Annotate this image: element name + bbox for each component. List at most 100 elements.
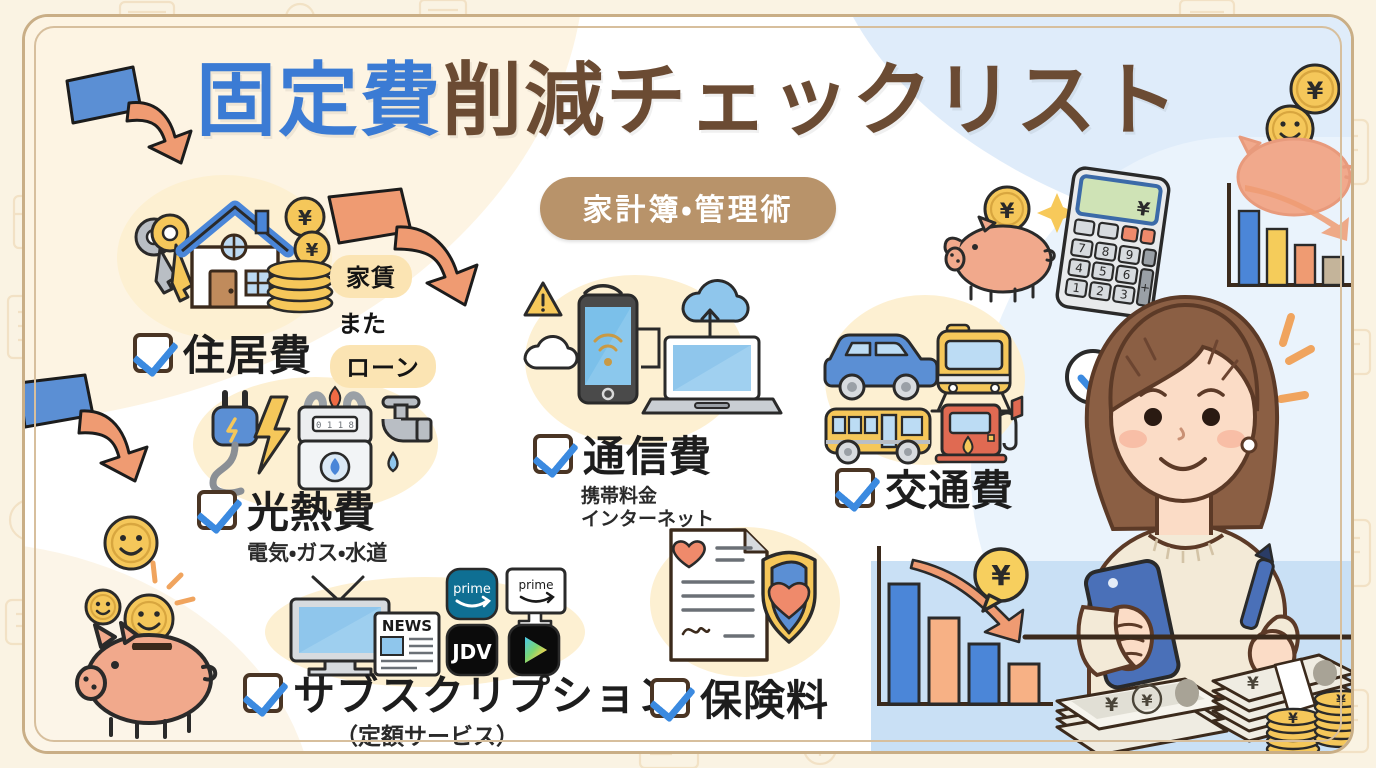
svg-text:1: 1 — [1072, 280, 1082, 295]
heart-icon — [767, 581, 811, 620]
svg-text:8: 8 — [1101, 244, 1111, 259]
cloud-icon — [523, 335, 579, 370]
jdv-app-icon: JDV — [445, 623, 499, 677]
eye-left — [1144, 408, 1162, 426]
bar-3 — [1293, 243, 1317, 287]
faucet-icon — [381, 395, 433, 473]
item-title-transport: 交通費 — [885, 466, 1015, 515]
svg-text:3: 3 — [1119, 287, 1129, 302]
piggy-bank-icon: ¥ — [943, 185, 1056, 303]
shield-icon — [761, 550, 817, 644]
checklist-item-housing[interactable]: 住居費 — [133, 322, 312, 383]
insurance-icon-group — [669, 528, 817, 662]
bus-icon — [824, 407, 932, 465]
prime-screen-icon: prime — [505, 567, 567, 627]
warning-icon — [523, 281, 563, 317]
prime-app-icon: prime — [445, 567, 499, 621]
arrow-ribbon-top-left — [65, 65, 193, 165]
bar-1 — [887, 582, 921, 706]
svg-text:prime: prime — [519, 578, 554, 592]
item-title-communication: 通信費 — [583, 432, 713, 481]
piggy-bank-icon — [1236, 135, 1351, 217]
piggy-bank-icon — [75, 621, 218, 739]
svg-text:9: 9 — [1125, 248, 1135, 263]
svg-text:0 1 1 8: 0 1 1 8 — [316, 421, 354, 431]
piggy-bank-bottom-left — [75, 515, 218, 739]
checkbox-housing[interactable] — [133, 332, 173, 373]
item-subtitle-utilities: 電気・ガス・水道 — [247, 541, 388, 565]
pen-icon — [1239, 543, 1275, 630]
yen-speech-bubble-icon: ¥ — [973, 547, 1029, 613]
svg-text:JDV: JDV — [450, 640, 492, 664]
bar-1 — [1237, 209, 1261, 287]
smiley-coin-icon — [84, 588, 122, 626]
utilities-icon-group: 0 1 1 8 — [209, 385, 433, 497]
item-title-housing: 住居費 — [183, 331, 313, 380]
coin-stack-icon — [266, 259, 334, 314]
svg-text:+: + — [1139, 280, 1151, 295]
checklist-item-communication[interactable]: 通信費 携帯料金 インターネット — [533, 423, 714, 531]
checkbox-utilities[interactable] — [197, 489, 237, 530]
housing-tags: 家賃 また ローン — [330, 255, 436, 388]
piggy-bank-top-right: ¥ — [1236, 63, 1351, 217]
checklist-item-subscription[interactable]: サブスクリプション （定額サービス） — [243, 662, 680, 751]
subtitle-badge: 家計簿・管理術 — [540, 177, 836, 240]
subscription-icon-group: NEWS prime prime — [289, 567, 567, 677]
bar-2 — [927, 616, 961, 706]
svg-text:¥: ¥ — [298, 206, 312, 230]
downward-arrow-icon — [1245, 185, 1349, 241]
laptop-icon — [641, 335, 783, 415]
sparkle-icon — [1037, 193, 1077, 233]
checkbox-communication[interactable] — [533, 433, 573, 474]
play-store-icon — [507, 623, 561, 677]
woman-with-smartphone-illustration — [1076, 294, 1315, 699]
item-title-utilities: 光熱費 — [247, 488, 377, 537]
checkbox-insurance[interactable] — [650, 677, 690, 718]
yen-banknote-stack-icon: ¥ ¥ — [1055, 677, 1229, 751]
savings-bar-chart-main — [877, 546, 1053, 706]
svg-text:¥: ¥ — [1105, 694, 1118, 716]
transport-icon-group — [823, 323, 1024, 465]
svg-text:4: 4 — [1074, 261, 1084, 276]
smiley-coin-icon — [103, 515, 159, 571]
svg-text:¥: ¥ — [1336, 693, 1346, 709]
cloud-upload-icon — [681, 279, 750, 341]
svg-text:2: 2 — [1095, 284, 1105, 299]
eye-right — [1202, 408, 1220, 426]
smartphone-icon — [577, 293, 639, 405]
newspaper-icon: NEWS — [373, 611, 441, 677]
item-subtitle-communication: 携帯料金 — [581, 485, 658, 507]
checkbox-subscription[interactable] — [243, 672, 283, 713]
checklist-item-utilities[interactable]: 光熱費 電気・ガス・水道 — [197, 479, 387, 566]
gas-meter-icon: 0 1 1 8 — [297, 385, 373, 491]
svg-text:¥: ¥ — [1247, 674, 1259, 694]
checklist-item-insurance[interactable]: 保険料 — [650, 667, 829, 728]
house-icon: ¥ ¥ — [134, 196, 334, 314]
piggy-bank-calculator-group: ¥ ¥ — [943, 166, 1171, 319]
checklist-item-transport[interactable]: 交通費 — [835, 457, 1014, 518]
arrow-ribbon-center — [327, 187, 479, 307]
item-subtitle-subscription: （定額サービス） — [335, 724, 519, 750]
sparkle-lines — [150, 560, 196, 606]
gold-coin-stack-icon: ¥ ¥ — [1265, 689, 1351, 751]
yen-coin-icon: ¥ ¥ — [284, 196, 331, 268]
calculator-icon: ¥ 7 8 9 4 5 6 1 2 — [1055, 166, 1171, 319]
item-title-subscription: サブスクリプション — [293, 671, 681, 720]
svg-text:prime: prime — [453, 582, 491, 597]
item-title-insurance: 保険料 — [700, 676, 830, 725]
svg-text:¥: ¥ — [1000, 199, 1015, 223]
power-plug-icon — [209, 390, 259, 497]
item-subtitle2-communication: インターネット — [581, 508, 715, 531]
gas-pump-icon — [934, 395, 1024, 464]
sparkle-lines — [1277, 313, 1315, 403]
heart-icon — [672, 540, 706, 569]
bar-4 — [1007, 662, 1041, 706]
svg-text:5: 5 — [1098, 264, 1108, 279]
page-title: 固定費削減チェックリスト — [25, 61, 1351, 141]
savings-bar-chart-corner — [1227, 183, 1351, 287]
communication-icon-group — [523, 279, 783, 415]
lightning-icon — [253, 395, 291, 475]
checkbox-transport[interactable] — [835, 467, 875, 508]
document-icon — [669, 528, 769, 662]
svg-text:¥: ¥ — [991, 559, 1011, 592]
